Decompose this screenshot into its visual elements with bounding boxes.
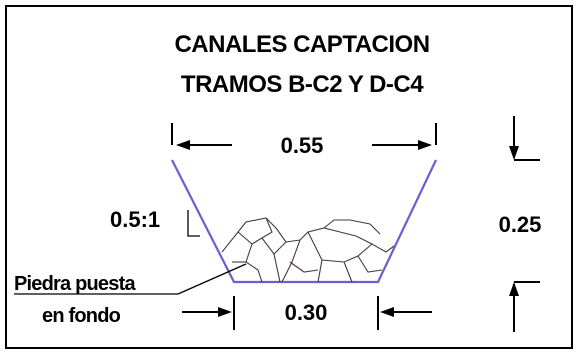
bottom-width-arrowhead-right: [380, 307, 394, 317]
slope-label: 0.5:1: [110, 207, 160, 232]
bottom-width-label: 0.30: [285, 300, 328, 325]
top-width-arrowhead-left: [176, 140, 190, 150]
bottom-width-arrowhead-left: [218, 307, 232, 317]
depth-label: 0.25: [499, 212, 542, 237]
channel-section: [171, 159, 437, 284]
top-width-arrowhead-right: [418, 140, 432, 150]
top-width-label: 0.55: [281, 133, 324, 158]
bottom-width-dimension: 0.30: [182, 296, 432, 330]
stone-annotation: Piedra puesta en fondo: [14, 263, 247, 327]
top-width-dimension: 0.55: [171, 123, 437, 158]
stone-lining: [221, 217, 395, 283]
slope-marker: 0.5:1: [110, 207, 200, 237]
annotation-leader: [177, 263, 247, 295]
title-line-1: CANALES CAPTACION: [174, 31, 429, 58]
drawing-frame: [5, 5, 573, 349]
depth-arrowhead-top: [509, 146, 519, 160]
annotation-line-2: en fondo: [42, 305, 121, 327]
annotation-line-1: Piedra puesta: [14, 273, 136, 295]
title-line-2: TRAMOS B-C2 Y D-C4: [181, 71, 424, 98]
depth-arrowhead-bottom: [509, 282, 519, 296]
depth-dimension: 0.25: [499, 116, 542, 332]
